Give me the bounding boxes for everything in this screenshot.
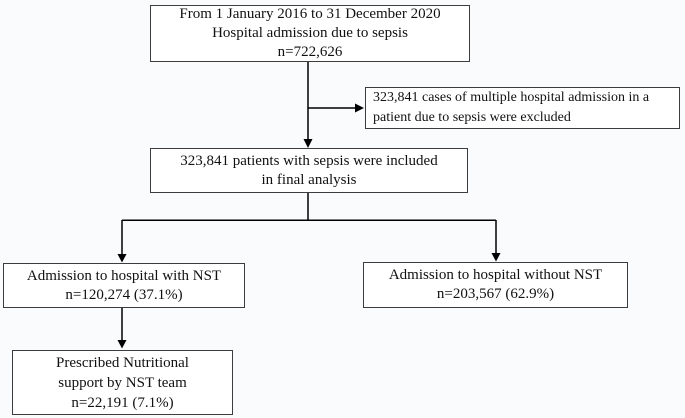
- nst-prescribed-line-3: n=22,191 (7.1%): [71, 394, 174, 411]
- excluded-line-1: 323,841 cases of multiple hospital admis…: [373, 90, 650, 105]
- nst-prescribed-line-1: Prescribed Nutritional: [56, 354, 189, 371]
- nst-prescribed-line-2: support by NST team: [58, 374, 187, 391]
- with-nst-line-1: Admission to hospital with NST: [26, 267, 222, 284]
- arrowhead-down-prescribed: [117, 340, 127, 349]
- with-nst-line-2: n=120,274 (37.1%): [65, 286, 183, 303]
- without-nst-line-2: n=203,567 (62.9%): [436, 286, 555, 302]
- source-line-2: Hospital admission due to sepsis: [212, 25, 408, 41]
- box-final-analysis: 323,841 patients with sepsis were includ…: [150, 148, 468, 193]
- arrowhead-down-included: [303, 139, 313, 148]
- arrowhead-down-with-nst: [117, 254, 127, 263]
- box-with-nst: Admission to hospital with NST n=120,274…: [3, 263, 245, 308]
- source-line-3: n=722,626: [277, 44, 343, 60]
- without-nst-line-1: Admission to hospital without NST: [388, 267, 603, 283]
- box-nst-prescribed: Prescribed Nutritional support by NST te…: [12, 350, 233, 415]
- excluded-line-2: patient due to sepsis were excluded: [373, 110, 571, 125]
- box-excluded-cases: 323,841 cases of multiple hospital admis…: [365, 87, 680, 129]
- source-line-1: From 1 January 2016 to 31 December 2020: [179, 6, 441, 22]
- arrowhead-down-without-nst: [491, 253, 501, 262]
- box-without-nst: Admission to hospital without NST n=203,…: [363, 262, 628, 308]
- included-line-2: in final analysis: [261, 171, 357, 188]
- arrowhead-right-excluded: [355, 103, 364, 113]
- included-line-1: 323,841 patients with sepsis were includ…: [180, 152, 438, 169]
- box-admissions-source: From 1 January 2016 to 31 December 2020 …: [150, 5, 470, 62]
